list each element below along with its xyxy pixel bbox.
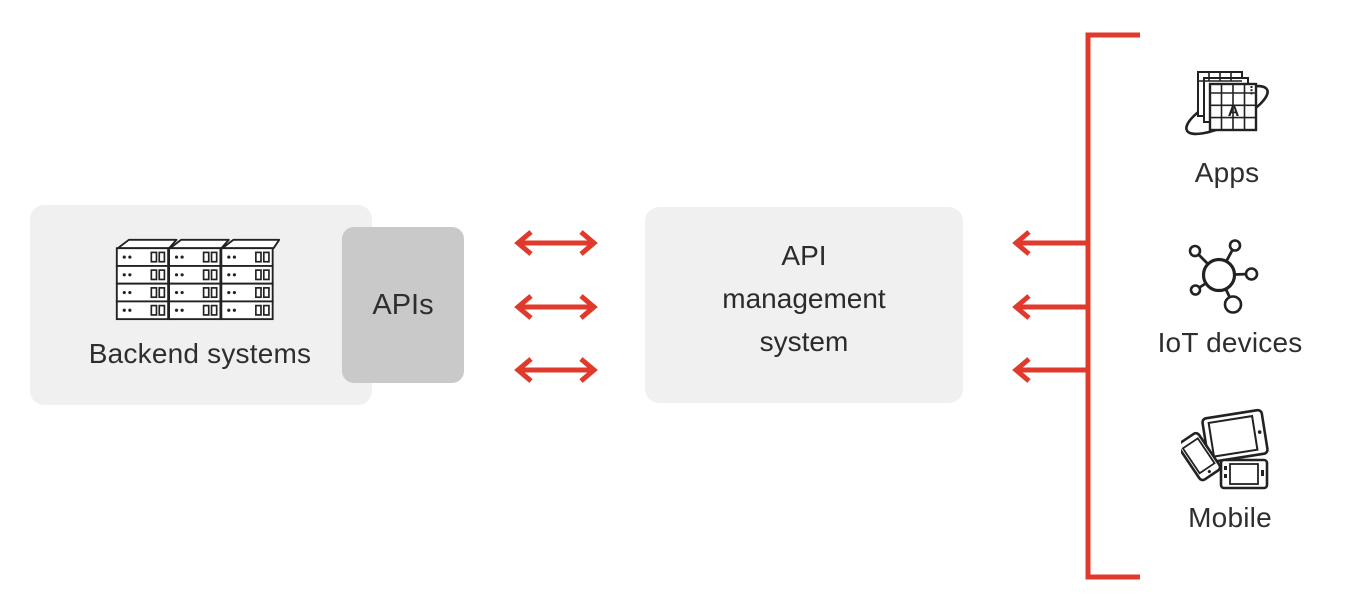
mgmt-line-3: system	[759, 326, 849, 357]
consumers-bracket	[1085, 32, 1140, 580]
mgmt-line-1: API	[781, 240, 827, 271]
api-management-system-label: API management system	[645, 234, 963, 363]
apps-label: Apps	[1194, 157, 1260, 188]
server-rack-icon	[115, 238, 281, 321]
iot-devices-label: IoT devices	[1157, 327, 1303, 358]
apis-label: APIs	[372, 288, 434, 321]
bidirectional-arrow-icon	[514, 294, 598, 320]
mobile-label: Mobile	[1188, 502, 1272, 533]
apis-box: APIs	[342, 227, 464, 383]
apps-icon-letter: A	[1228, 103, 1240, 120]
iot-devices-icon	[1188, 239, 1259, 314]
left-arrow-icon	[1012, 357, 1090, 383]
backend-systems-label: Backend systems	[88, 338, 312, 369]
left-arrow-icon	[1012, 230, 1090, 256]
api-management-system-box	[645, 207, 963, 403]
left-arrow-icon	[1012, 294, 1090, 320]
bidirectional-arrow-icon	[514, 230, 598, 256]
mgmt-line-2: management	[722, 283, 886, 314]
apps-icon: A	[1185, 71, 1269, 136]
mobile-devices-icon	[1181, 408, 1269, 490]
bidirectional-arrow-icon	[514, 357, 598, 383]
